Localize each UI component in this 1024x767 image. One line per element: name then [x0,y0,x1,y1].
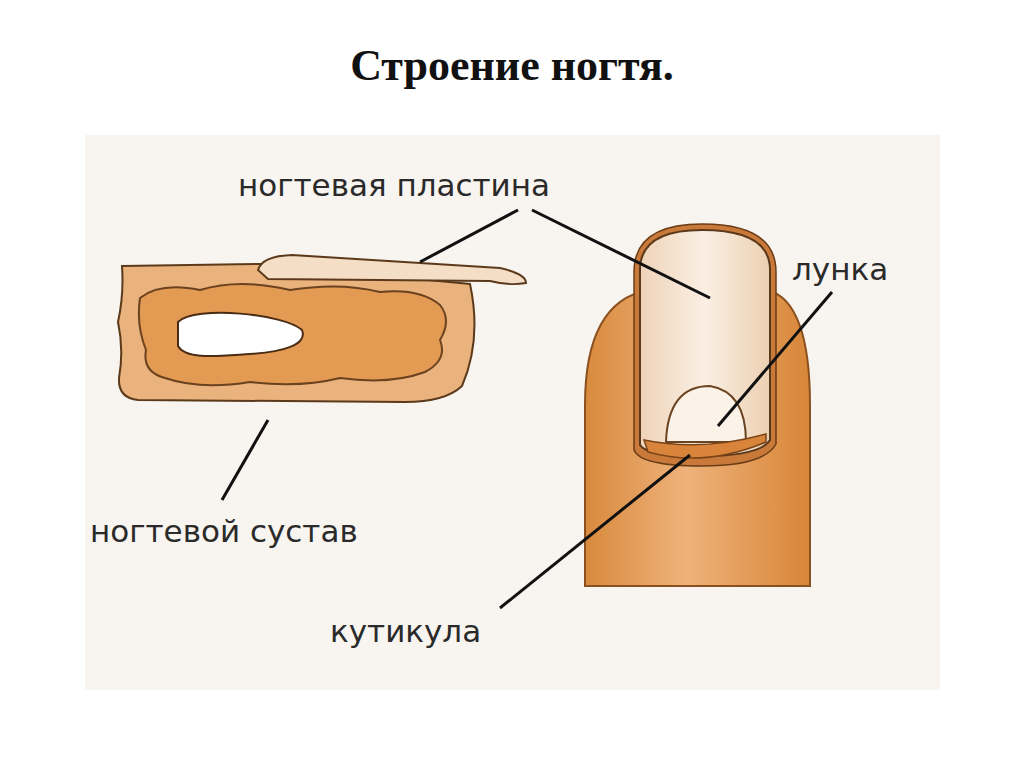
cuticle [644,434,766,458]
nail-plate-front [640,230,770,456]
part-label: ногтевой сустав [90,516,358,547]
slide-title: Строение ногтя. [0,40,1024,91]
leader-lines [222,210,832,608]
leader-line [718,292,832,426]
leader-line [222,420,268,500]
finger-side-view [118,255,526,402]
leader-line [500,455,690,608]
part-label: лунка [792,254,888,285]
panel-ground [85,135,940,690]
part-label: ногтевая пластина [238,170,550,201]
part-label: кутикула [330,616,481,647]
leader-line [420,210,518,262]
leader-line [532,210,710,298]
lunula [666,386,746,442]
nail-plate-side [258,255,526,284]
finger-front-view [585,224,810,586]
